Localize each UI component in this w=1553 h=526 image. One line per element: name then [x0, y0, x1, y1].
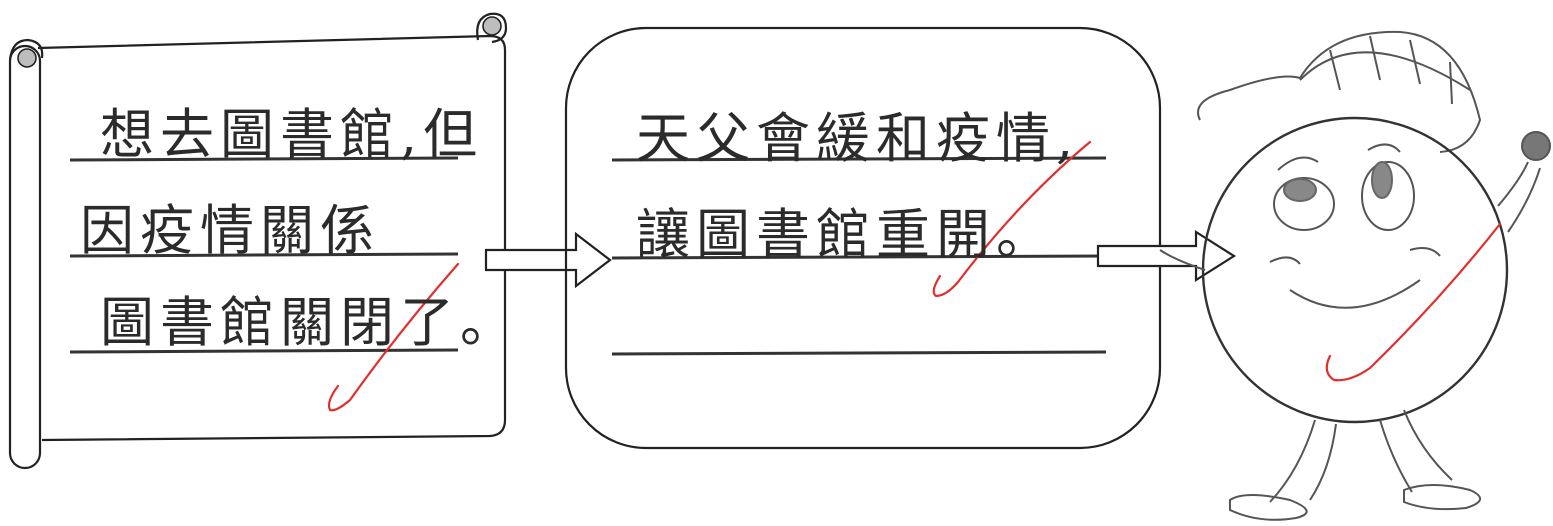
rounded-panel	[564, 26, 1162, 450]
scroll-panel	[8, 12, 508, 470]
check-mark-icon	[327, 140, 1502, 412]
scroll-line-1: 想去圖書館,但	[100, 103, 484, 166]
scroll-line-3: 圖書館關閉了。	[100, 291, 520, 354]
arrow-right-icon	[484, 231, 612, 289]
rounded-line-1: 天父會緩和疫情,	[636, 107, 1080, 170]
arrow-right-icon	[1096, 230, 1237, 282]
rounded-line-2: 讓圖書館重開。	[636, 203, 1056, 266]
scroll-line-2: 因疫情關係	[80, 199, 380, 262]
cartoon-mascot-icon	[1159, 30, 1551, 521]
